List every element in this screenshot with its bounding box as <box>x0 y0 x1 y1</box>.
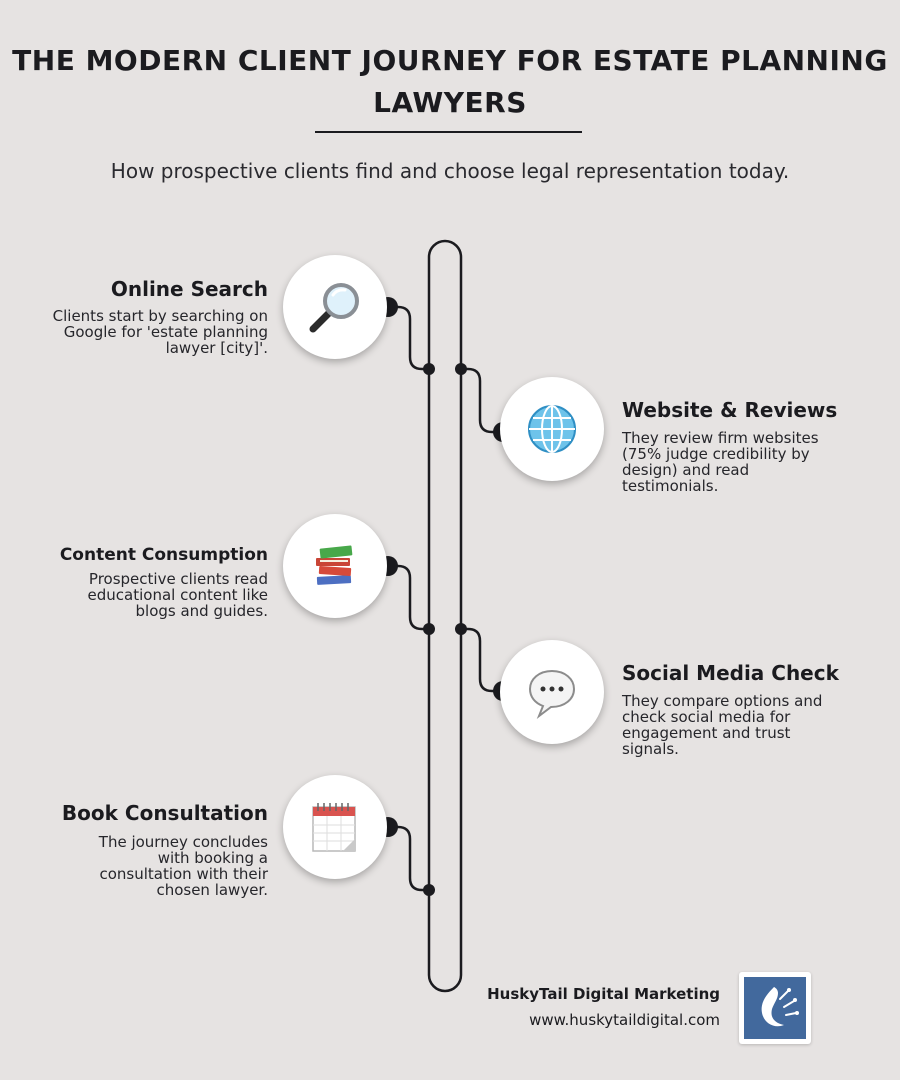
connector-step-3 <box>388 564 429 631</box>
connector-step-1 <box>388 305 429 371</box>
step-4-icon-circle <box>500 640 604 744</box>
step-1-icon-circle <box>283 255 387 359</box>
connector-step-5 <box>388 825 429 892</box>
brand-url[interactable]: www.huskytaildigital.com <box>529 1011 720 1029</box>
joint-step-3 <box>423 623 435 635</box>
step-4-title: Social Media Check <box>622 661 839 685</box>
step-1-description: Clients start by searching on Google for… <box>52 307 268 357</box>
brand-name: HuskyTail Digital Marketing <box>487 985 720 1003</box>
page-subtitle: How prospective clients find and choose … <box>110 159 790 183</box>
step-5-icon-circle <box>283 775 387 879</box>
step-2-title: Website & Reviews <box>622 398 838 422</box>
joint-step-5 <box>423 884 435 896</box>
step-3-description: Prospective clients read educational con… <box>87 570 268 620</box>
page-title: THE MODERN CLIENT JOURNEY FOR ESTATE PLA… <box>12 44 888 119</box>
step-2-icon-circle <box>500 377 604 481</box>
timeline-track <box>427 239 463 993</box>
joint-step-2 <box>455 363 467 375</box>
step-1-title: Online Search <box>110 277 268 301</box>
title-underline <box>315 131 582 133</box>
step-4-description: They compare options and check social me… <box>622 692 823 758</box>
step-3-title: Content Consumption <box>59 545 268 565</box>
speech-bubble-icon <box>528 669 576 719</box>
brand-logo-tile <box>744 977 806 1039</box>
calendar-icon <box>312 803 356 852</box>
brand-logo <box>739 972 811 1044</box>
husky-tail-logo-icon <box>761 987 799 1027</box>
step-5-description: The journey concludes with booking a con… <box>98 833 268 899</box>
magnifying-glass-icon <box>309 283 359 333</box>
step-3-icon-circle <box>283 514 387 618</box>
globe-icon <box>528 405 576 453</box>
joint-step-4 <box>455 623 467 635</box>
step-2-description: They review firm websites (75% judge cre… <box>622 429 819 495</box>
step-5-title: Book Consultation <box>61 801 268 825</box>
joint-step-1 <box>423 363 435 375</box>
books-icon <box>316 545 353 585</box>
connector-step-4 <box>461 627 503 693</box>
connector-step-2 <box>461 367 503 434</box>
